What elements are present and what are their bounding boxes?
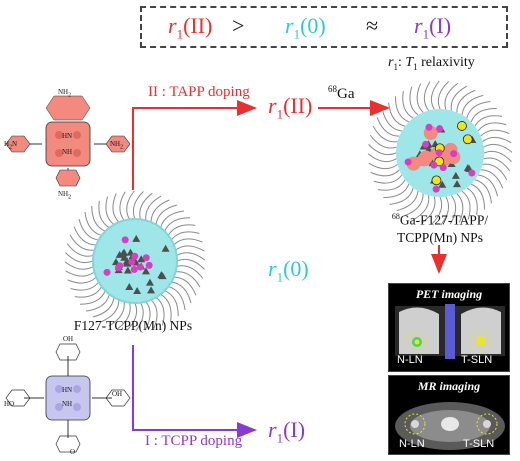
mr-nln-label: N-LN [399, 438, 425, 450]
f127-tcpp-mn-nanoparticle [64, 190, 206, 332]
tcpp-ho-left: HO [4, 400, 15, 408]
tapp-hn: HN [62, 132, 73, 140]
comparison-r1-I: r1(I) [414, 13, 452, 42]
pet-tsln-label: T-SLN [461, 354, 493, 366]
relaxivity-0: r1(0) [268, 256, 309, 285]
tcpp-doping-label: I : TCPP doping [145, 433, 243, 449]
mr-tsln-label: T-SLN [463, 438, 495, 450]
greater-than-sign: > [232, 13, 245, 38]
mr-title: MR imaging [417, 379, 481, 393]
tcpp-oh-top: OH [63, 335, 74, 343]
right-np-caption: 68Ga-F127-TAPP/TCPP(Mn) NPs [391, 212, 489, 245]
comparison-box [140, 6, 508, 48]
approx-sign: ≈ [366, 13, 379, 38]
relaxivity-note: r1: T1 relaxivity [388, 55, 475, 72]
tapp-doping-arrow [132, 100, 257, 190]
pet-title: PET imaging [415, 287, 483, 301]
tcpp-oh-right: OH [112, 390, 123, 398]
left-np-caption: F127-TCPP(Mn) NPs [73, 318, 193, 333]
mr-scan-image [395, 402, 505, 450]
pet-imaging-panel: PET imaging N-LN T-SLN [388, 283, 510, 372]
tapp-h2n-left: H2N [4, 140, 18, 151]
tapp-nh2-top: NH2 [58, 88, 72, 99]
ga-label: 68Ga [328, 84, 355, 102]
tapp-doping-label: II : TAPP doping [148, 84, 250, 100]
tcpp-doping-arrow [132, 345, 257, 438]
relaxivity-II: r1(II) [268, 93, 313, 122]
tcpp-nh: NH [62, 400, 73, 408]
ga-f127-tapp-tcpp-mn-nanoparticle [367, 80, 513, 226]
comparison-r1-0: r1(0) [285, 13, 326, 42]
comparison-r1-II: r1(II) [168, 13, 213, 42]
tcpp-hn: HN [62, 386, 73, 394]
mr-imaging-panel: MR imaging N-LN T-SLN [388, 375, 510, 455]
tcpp-oh-bottom: O [70, 448, 76, 456]
tapp-nh: NH [62, 148, 73, 156]
tapp-nh2-bottom: NH2 [58, 190, 72, 201]
pet-scan-image [395, 304, 505, 359]
relaxivity-I: r1(I) [268, 417, 306, 446]
pet-nln-label: N-LN [397, 354, 423, 366]
tapp-nh2-right: NH2 [110, 140, 124, 151]
tcpp-molecule [5, 343, 131, 453]
tapp-molecule [5, 95, 131, 187]
